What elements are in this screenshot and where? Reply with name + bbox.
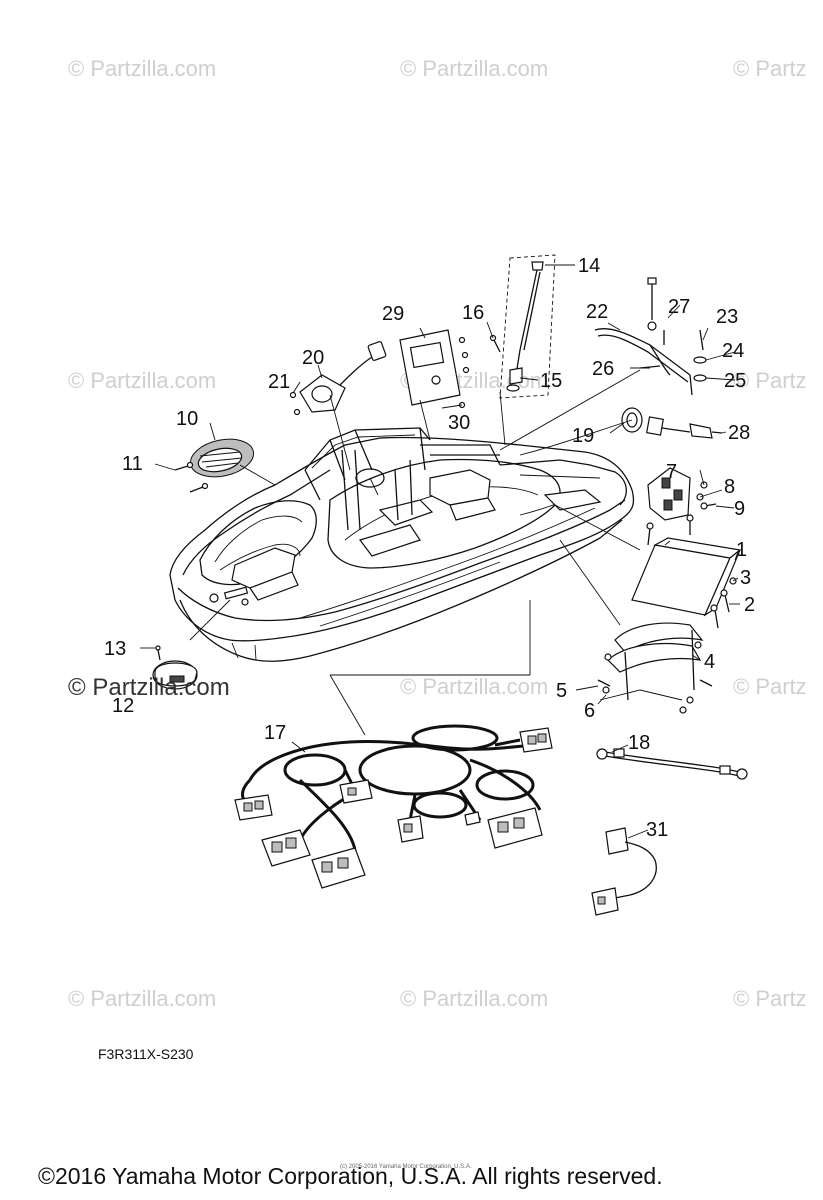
- watermark: © Partz: [733, 674, 807, 699]
- sub-harness: [591, 827, 657, 916]
- rail-bracket: [594, 277, 707, 396]
- callout-10: 10: [176, 408, 198, 430]
- small-print: (c) 2005-2016 Yamaha Motor Corporation, …: [340, 1164, 472, 1170]
- watermark: © Partzilla.com: [400, 56, 549, 81]
- boat-hull: [169, 427, 635, 662]
- callout-20: 20: [302, 347, 324, 369]
- sensor: [646, 416, 723, 439]
- callout-18: 18: [628, 732, 650, 754]
- leader-lines: [189, 369, 641, 736]
- callout-4: 4: [704, 651, 715, 673]
- watermark: © Partz: [733, 368, 807, 393]
- callout-27: 27: [668, 296, 690, 318]
- callout-31: 31: [646, 819, 668, 841]
- callout-14: 14: [578, 255, 600, 277]
- callout-labels: 1 2 3 4 5 6 7 8 9 10 11 12 13 14 15 16 1…: [104, 255, 755, 841]
- speaker: [174, 438, 255, 493]
- callout-17: 17: [264, 722, 286, 744]
- watermark: © Partzilla.com: [68, 368, 217, 393]
- callout-2: 2: [744, 594, 755, 616]
- callout-22: 22: [586, 301, 608, 323]
- callout-23: 23: [716, 306, 738, 328]
- callout-11: 11: [122, 453, 143, 475]
- control-module: [399, 329, 470, 409]
- watermark: © Partz: [733, 986, 807, 1011]
- watermark: © Partz: [733, 56, 807, 81]
- callout-15: 15: [540, 370, 562, 392]
- callout-29: 29: [382, 303, 404, 325]
- watermark: © Partzilla.com: [68, 986, 217, 1011]
- watermark: © Partzilla.com: [68, 56, 217, 81]
- callout-19: 19: [572, 425, 594, 447]
- wiring-harness: [234, 724, 553, 889]
- relay-bracket: [646, 467, 717, 546]
- callout-26: 26: [592, 358, 614, 380]
- callout-24: 24: [722, 340, 744, 362]
- callout-8: 8: [724, 476, 735, 498]
- copyright-notice: ©2016 Yamaha Motor Corporation, U.S.A. A…: [38, 1163, 663, 1189]
- callout-16: 16: [462, 302, 484, 324]
- callout-28: 28: [728, 422, 750, 444]
- callout-3: 3: [740, 567, 751, 589]
- callout-6: 6: [584, 700, 595, 722]
- watermark: © Partzilla.com: [400, 674, 549, 699]
- callout-5: 5: [556, 680, 567, 702]
- ground-cable: [596, 748, 748, 780]
- callout-12: 12: [112, 695, 134, 717]
- callout-21: 21: [268, 371, 290, 393]
- callout-25: 25: [724, 370, 746, 392]
- electrical-box: [631, 537, 742, 617]
- callout-leaders: [140, 264, 740, 839]
- callout-13: 13: [104, 638, 126, 660]
- power-outlet: [289, 341, 387, 416]
- callout-30: 30: [448, 412, 470, 434]
- callout-9: 9: [734, 498, 745, 520]
- diagram-code: F3R311X-S230: [98, 1046, 194, 1062]
- watermark: © Partzilla.com: [68, 674, 230, 701]
- callout-7: 7: [666, 461, 677, 483]
- watermark: © Partzilla.com: [400, 986, 549, 1011]
- callout-1: 1: [736, 539, 747, 561]
- screw-group: [710, 577, 737, 629]
- mounting-bracket: [597, 622, 713, 714]
